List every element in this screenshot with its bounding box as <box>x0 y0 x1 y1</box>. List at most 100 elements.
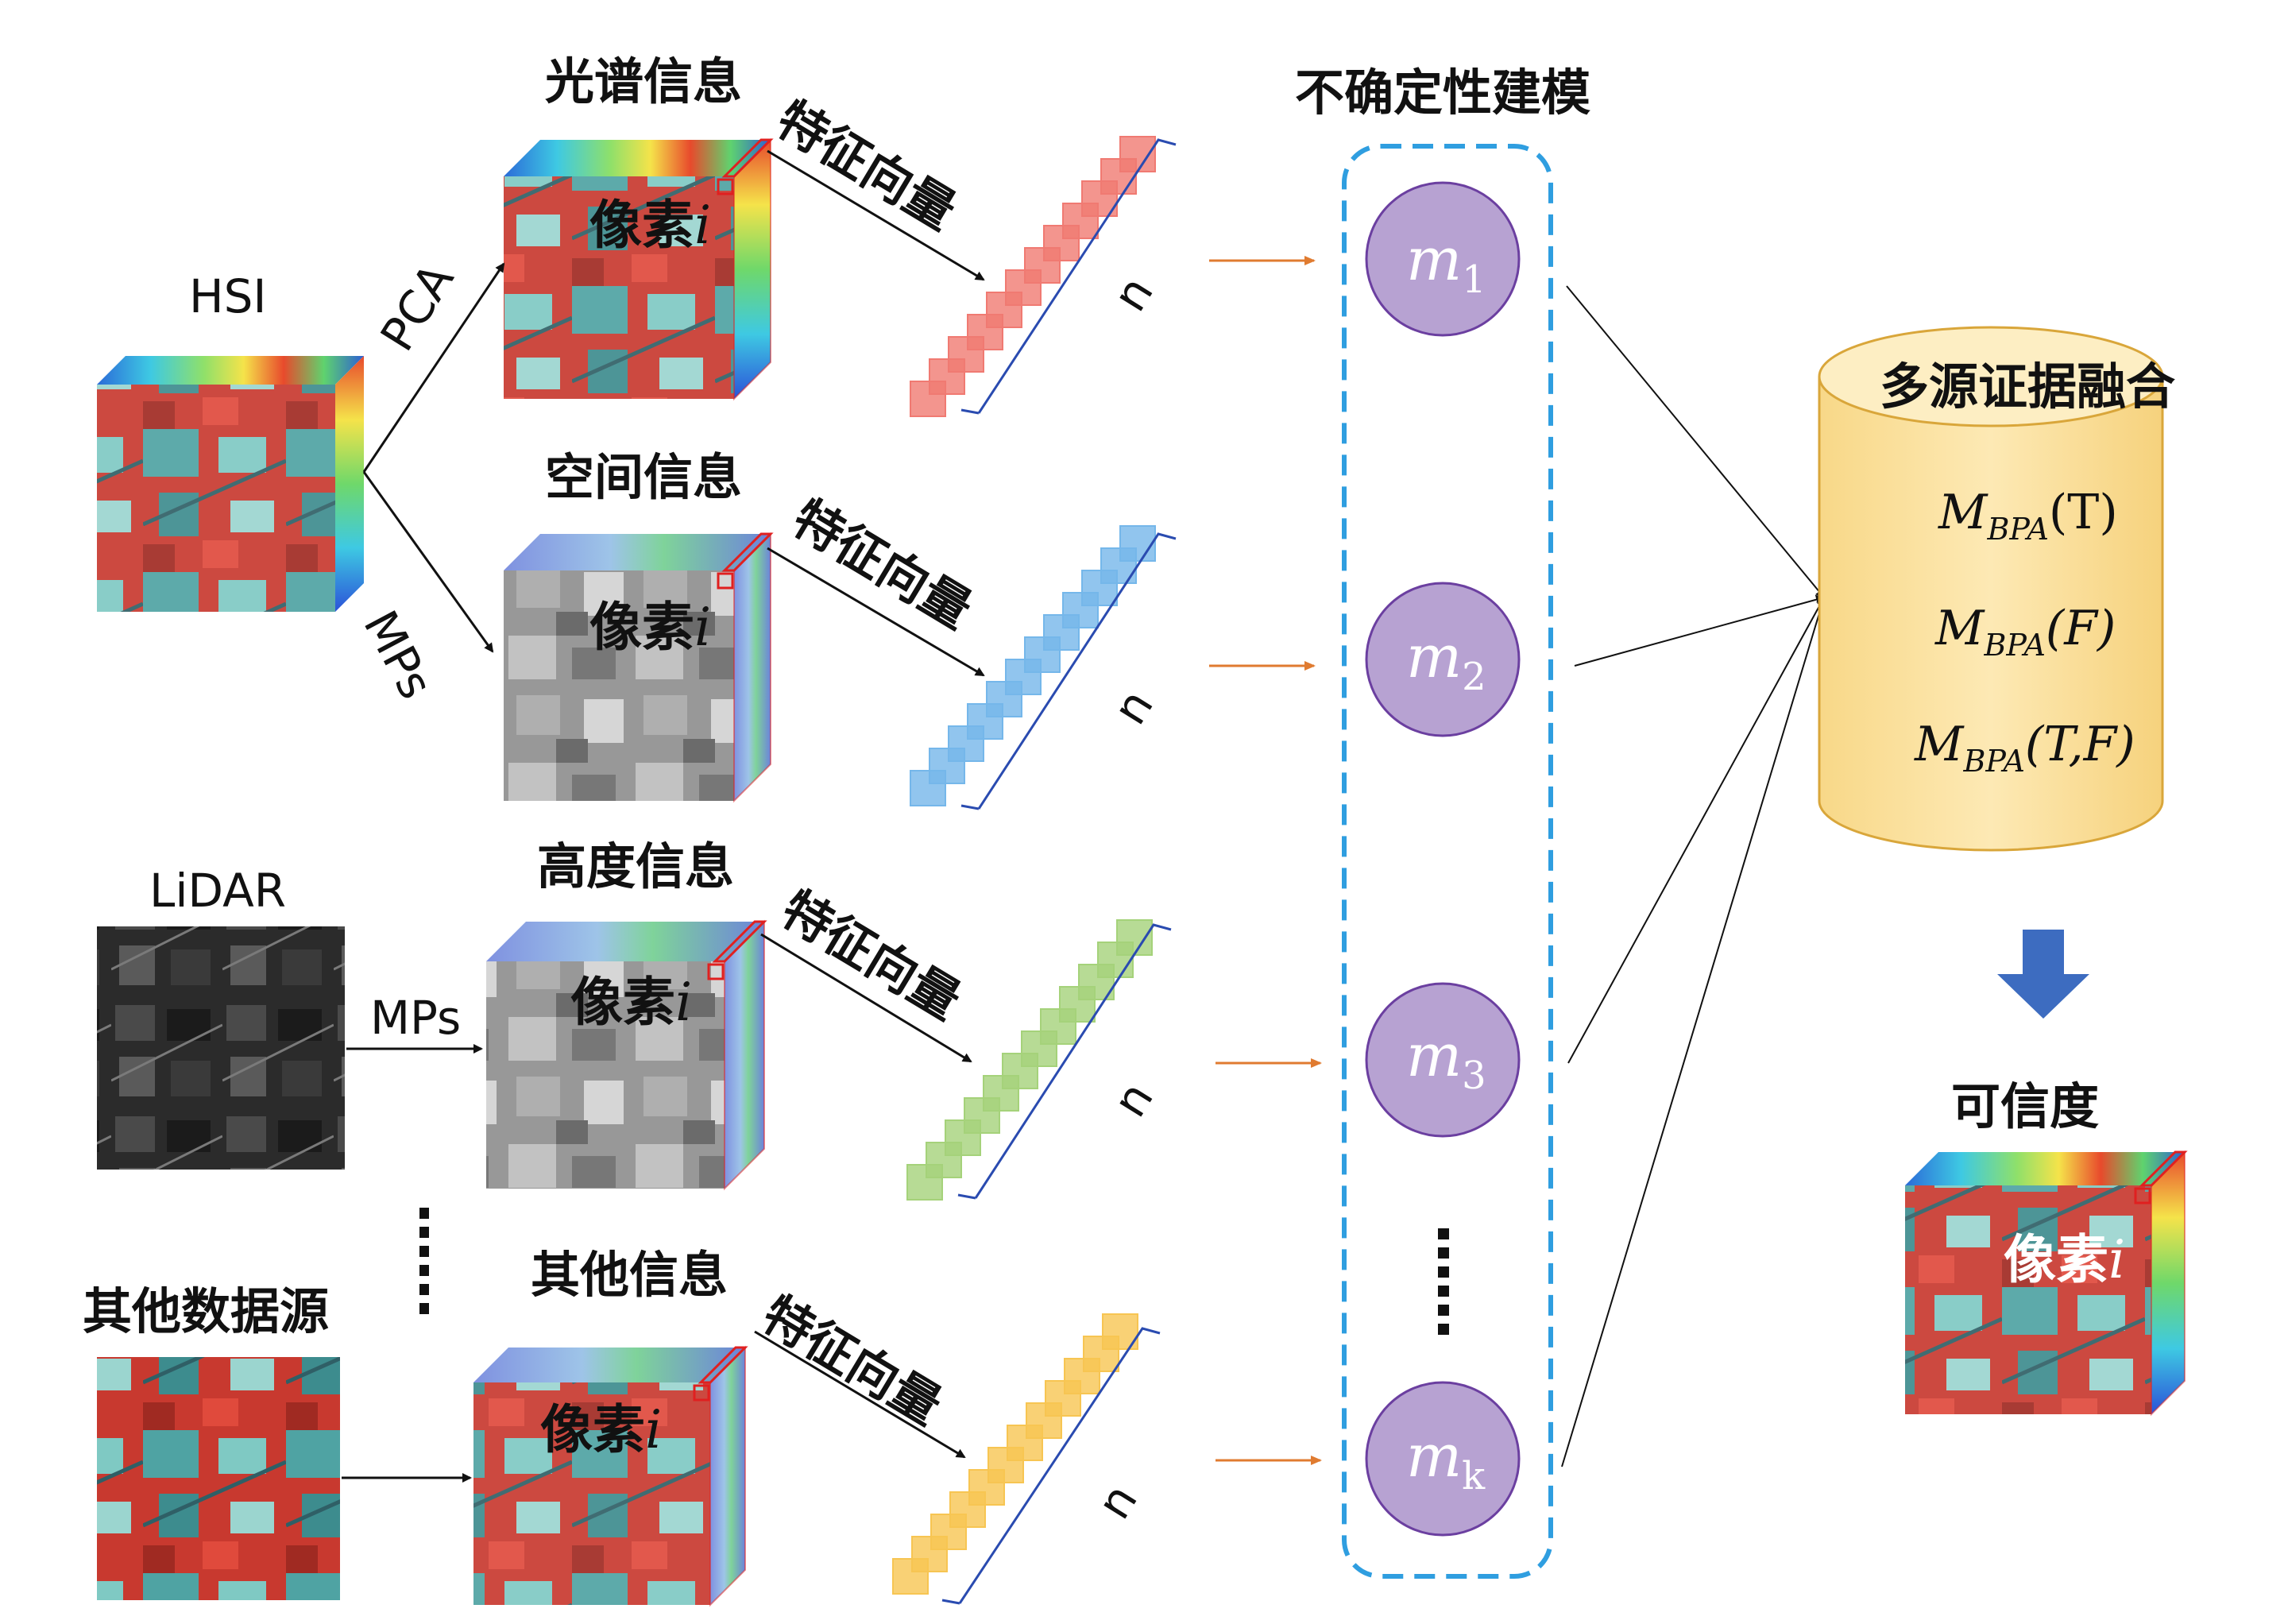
info-title-spectral: 光谱信息 <box>545 52 743 110</box>
ellipsis-vertical-icon <box>419 1246 429 1257</box>
spatial-cube-side <box>734 534 771 801</box>
ellipsis-vertical-icon <box>419 1208 429 1219</box>
info-title-other: 其他信息 <box>531 1246 729 1304</box>
arrow-mps-spatial <box>362 471 494 653</box>
mass-label-3: m3 <box>1406 1022 1486 1098</box>
spatial-cube-front <box>504 570 734 801</box>
ellipsis-vertical-icon <box>419 1284 429 1295</box>
other-cube-top <box>473 1348 745 1382</box>
vector-bracket-3 <box>974 923 1172 1199</box>
pixel-label-spatial: 像素i <box>589 597 712 658</box>
source-label-other: 其他数据源 <box>83 1282 330 1340</box>
feature-vector-green-cell <box>1116 919 1153 956</box>
bpa-true-false: MBPA(T,F) <box>1915 717 2135 779</box>
ellipsis-vertical-icon <box>1438 1324 1449 1335</box>
feature-vector-red-cell <box>910 381 946 417</box>
spatial-cube-top <box>504 534 771 570</box>
arrow-height-vector <box>760 933 972 1063</box>
mass-circle-1 <box>1365 181 1521 337</box>
arrow-spatial-vector <box>767 547 985 677</box>
bpa-true: MBPA(T) <box>1938 485 2118 547</box>
uncertainty-title: 不确定性建模 <box>1295 64 1591 122</box>
mass-label-1: m1 <box>1406 226 1486 302</box>
mass-circle-2 <box>1365 582 1521 737</box>
fusion-line-1 <box>1566 285 1826 599</box>
spatial-cube-pixel-side <box>733 532 771 803</box>
fusion-title: 多源证据融合 <box>1880 358 2176 416</box>
feature-vector-blue-cell <box>1062 592 1099 628</box>
info-title-spatial: 空间信息 <box>545 448 743 506</box>
uncertainty-box <box>1342 144 1553 1579</box>
height-cube-pixel-marker <box>707 963 725 980</box>
spatial-cube-pixel-marker <box>717 572 734 590</box>
ellipsis-vertical-icon <box>1438 1305 1449 1316</box>
feature-vector-blue-cell <box>1005 659 1042 695</box>
pixel-label-height: 像素i <box>570 972 693 1033</box>
other-source-image <box>97 1357 340 1600</box>
other-cube-pixel-marker <box>693 1384 710 1402</box>
arrow-other-vector <box>754 1330 966 1459</box>
mass-circle-4 <box>1365 1381 1521 1537</box>
pixel-label-spectral: 像素i <box>589 195 712 256</box>
mass-circle-3 <box>1365 982 1521 1138</box>
vector-bracket-1-end <box>960 408 980 415</box>
vector-bracket-4-end <box>941 1599 960 1605</box>
fusion-line-3 <box>1567 596 1825 1064</box>
feature-vector-blue-cell <box>986 681 1022 717</box>
height-cube-top <box>486 922 764 961</box>
feature-vector-green-cell <box>964 1097 1000 1134</box>
down-arrow-icon <box>1997 930 2089 1019</box>
vector-bracket-3-end <box>957 1193 976 1200</box>
other-cube-pixel-side <box>709 1345 746 1607</box>
vector-bracket-1 <box>977 138 1177 414</box>
source-label-hsi: HSI <box>189 269 267 323</box>
height-cube-front <box>486 961 725 1189</box>
vector-bracket-4 <box>958 1327 1161 1604</box>
fusion-cylinder-body <box>1818 377 2164 852</box>
confidence-cube-pixel-side <box>2151 1150 2186 1417</box>
mass-label-2: m2 <box>1406 623 1486 699</box>
confidence-cube-side <box>2151 1152 2185 1414</box>
ellipsis-vertical-icon <box>419 1227 429 1238</box>
feature-vector-blue-cell <box>1119 525 1156 562</box>
arrow-label-mps-lidar: MPs <box>370 991 462 1045</box>
fusion-cylinder-top <box>1818 326 2164 427</box>
source-label-lidar: LiDAR <box>149 864 287 918</box>
height-cube-pixel-side <box>724 919 765 1191</box>
ellipsis-vertical-icon <box>1438 1228 1449 1239</box>
other-cube-front <box>473 1382 710 1605</box>
confidence-cube-front <box>1905 1185 2151 1414</box>
arrow-pca <box>362 262 505 473</box>
confidence-cube-pixel-marker <box>2134 1187 2151 1204</box>
hsi-cube-top <box>97 356 364 385</box>
info-title-height: 高度信息 <box>537 837 735 895</box>
pixel-label-other: 像素i <box>540 1399 663 1460</box>
hsi-cube-side <box>335 356 364 612</box>
arrow-spectral-vector <box>767 149 985 281</box>
spectral-cube-front <box>504 176 734 399</box>
bpa-false: MBPA(F) <box>1935 601 2116 663</box>
ellipsis-vertical-icon <box>419 1265 429 1276</box>
vector-bracket-2 <box>977 532 1177 810</box>
ellipsis-vertical-icon <box>1438 1247 1449 1259</box>
spectral-cube-side <box>734 140 771 399</box>
spectral-cube-top <box>504 140 771 176</box>
confidence-cube-top <box>1905 1152 2185 1185</box>
feature-vector-yellow-cell <box>911 1536 948 1572</box>
ellipsis-vertical-icon <box>1438 1286 1449 1297</box>
vector-bracket-2-end <box>960 804 980 810</box>
other-cube-side <box>710 1348 745 1605</box>
lidar-image <box>97 926 345 1170</box>
fusion-line-4 <box>1561 596 1826 1467</box>
confidence-label: 可信度 <box>1951 1077 2100 1135</box>
height-cube-side <box>725 922 764 1189</box>
mass-label-k: mk <box>1406 1422 1486 1498</box>
feature-vector-green-cell <box>1059 986 1096 1023</box>
ellipsis-vertical-icon <box>1438 1266 1449 1278</box>
pixel-label-confidence: 像素i <box>2004 1229 2126 1290</box>
spectral-cube-pixel-marker <box>717 178 734 195</box>
ellipsis-vertical-icon <box>419 1303 429 1314</box>
spectral-cube-pixel-side <box>733 137 771 401</box>
